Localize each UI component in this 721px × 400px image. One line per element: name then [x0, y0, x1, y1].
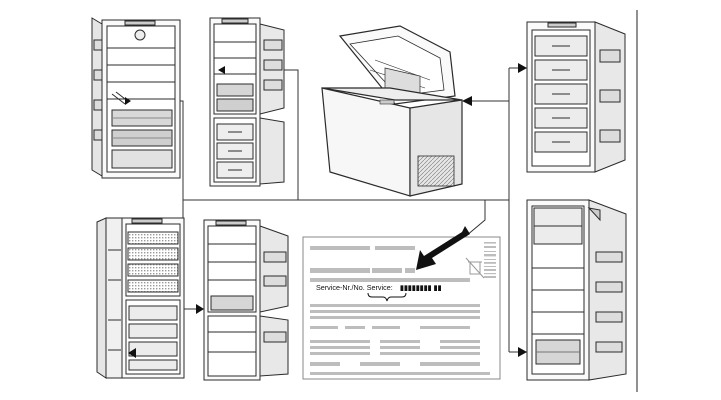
label-row-block: [310, 326, 338, 329]
label-text-rows: [310, 246, 490, 375]
label-row-block: [310, 246, 370, 250]
label-row-block: [380, 346, 420, 349]
label-row-block: [310, 310, 480, 313]
barcode-strip: [484, 242, 496, 278]
weee-bin-icon: [465, 257, 485, 279]
arrow-icon: [196, 304, 204, 314]
fridge-combi-top: [209, 17, 285, 187]
wine-fridge-bottom-left: [96, 217, 185, 379]
fridge-combi-bottom: [203, 219, 289, 381]
big-arrow-icon: [416, 226, 470, 270]
label-row-block: [310, 340, 370, 343]
label-row-block: [380, 340, 420, 343]
label-row-block: [375, 246, 415, 250]
label-row-block: [310, 372, 490, 375]
label-row-block: [310, 278, 470, 282]
label-row-block: [380, 352, 420, 355]
service-number-value: ▮▮▮▮▮▮▮▮ ▮▮: [400, 283, 442, 292]
arrow-icon: [125, 97, 131, 105]
label-row-block: [310, 268, 370, 273]
upright-freezer-right: [526, 21, 626, 173]
arrow-icon: [128, 348, 136, 358]
service-number-label: Service-Nr./No. Service:: [316, 283, 393, 292]
label-row-block: [405, 268, 415, 273]
fridge-bottom-right: [526, 199, 627, 381]
label-row-block: [360, 362, 400, 366]
label-row-block: [310, 362, 340, 366]
label-row-block: [440, 340, 480, 343]
label-row-block: [420, 362, 480, 366]
fridge-tall-open-left: [91, 17, 181, 179]
label-row-block: [372, 326, 400, 329]
label-row-block: [310, 304, 480, 307]
label-row-block: [310, 352, 370, 355]
service-label-plate: Service-Nr./No. Service: ▮▮▮▮▮▮▮▮ ▮▮: [302, 236, 501, 380]
arrow-icon: [518, 63, 527, 73]
arrow-icon: [462, 96, 472, 106]
arrow-icon: [218, 66, 225, 74]
label-row-block: [420, 326, 470, 329]
chest-freezer: [321, 25, 463, 197]
label-row-block: [345, 326, 365, 329]
label-row-block: [372, 268, 402, 273]
label-row-block: [420, 352, 480, 355]
label-row-block: [310, 316, 480, 319]
arrow-icon: [518, 347, 527, 357]
label-row-block: [440, 346, 480, 349]
bracket: [367, 292, 407, 302]
label-row-block: [310, 346, 370, 349]
